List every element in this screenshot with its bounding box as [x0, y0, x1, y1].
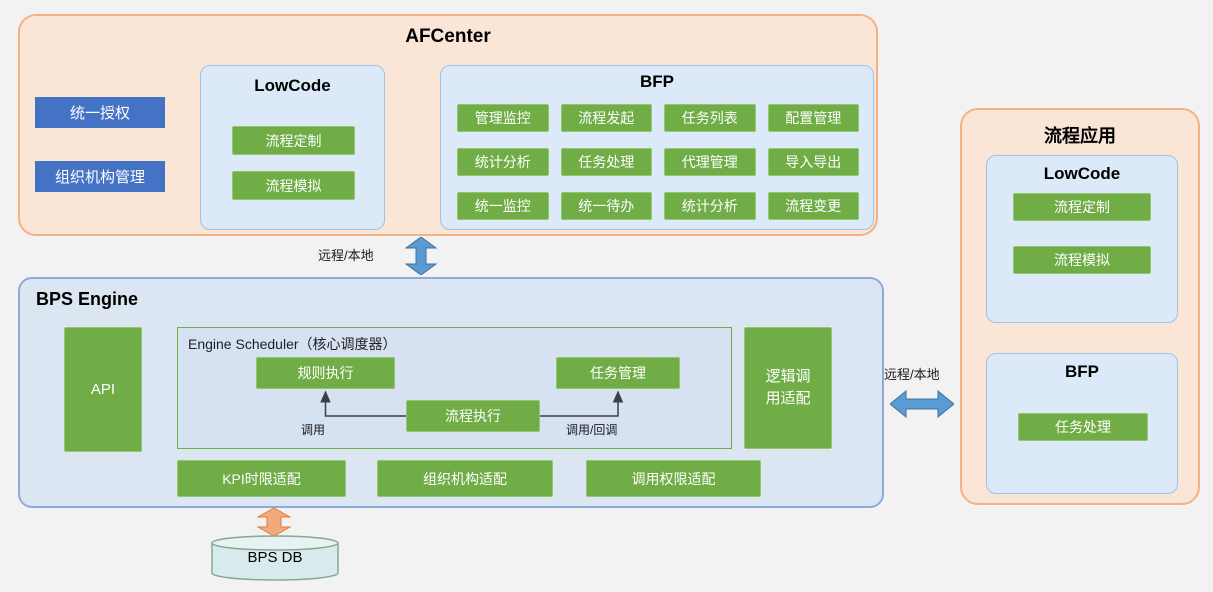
- double-arrow-horizontal-icon: [890, 390, 954, 418]
- afcenter-lowcode-title: LowCode: [254, 76, 331, 95]
- bfp-module-button: 任务列表: [664, 104, 756, 132]
- engine-scheduler-title: Engine Scheduler（核心调度器）: [188, 336, 397, 352]
- afcenter-lowcode-box: LowCode 流程定制 流程模拟: [200, 65, 385, 230]
- bps-db-cylinder: [211, 535, 339, 581]
- afcenter-bfp-box: BFP 管理监控 流程发起 任务列表 配置管理 统计分析 任务处理 代理管理 导…: [440, 65, 874, 230]
- process-app-bfp-title: BFP: [1065, 362, 1099, 381]
- call-label: 调用: [301, 423, 326, 437]
- task-process-button: 任务处理: [1018, 413, 1148, 441]
- org-structure-mgmt-button: 组织机构管理: [35, 161, 165, 192]
- engine-scheduler-box: Engine Scheduler（核心调度器） 规则执行 任务管理 流程执行 调…: [177, 327, 732, 449]
- flow-customize-button: 流程定制: [1013, 193, 1151, 221]
- bfp-module-button: 流程发起: [560, 104, 652, 132]
- task-mgmt-button: 任务管理: [556, 357, 680, 389]
- remote-local-label-right: 远程/本地: [884, 367, 940, 382]
- bfp-module-button: 统计分析: [457, 148, 549, 176]
- bfp-module-button: 任务处理: [560, 148, 652, 176]
- process-app-bfp-box: BFP 任务处理: [986, 353, 1178, 494]
- afcenter-bfp-title: BFP: [640, 72, 674, 91]
- logic-call-adapter-block: 逻辑调用适配: [744, 327, 832, 449]
- unified-auth-button: 统一授权: [35, 97, 165, 128]
- db-connector-arrow-icon: [257, 508, 291, 536]
- org-structure-adapter-button: 组织机构适配: [377, 460, 553, 497]
- bfp-module-button: 流程变更: [767, 192, 859, 220]
- remote-local-label-top: 远程/本地: [318, 248, 374, 263]
- flow-simulate-button: 流程模拟: [1013, 246, 1151, 274]
- bfp-module-button: 统一待办: [560, 192, 652, 220]
- process-app-lowcode-box: LowCode 流程定制 流程模拟: [986, 155, 1178, 323]
- kpi-time-adapter-button: KPI时限适配: [177, 460, 346, 497]
- bps-db-label: BPS DB: [247, 549, 303, 566]
- bfp-module-button: 导入导出: [767, 148, 859, 176]
- bfp-module-button: 管理监控: [457, 104, 549, 132]
- process-app-lowcode-title: LowCode: [1043, 164, 1121, 183]
- bfp-module-button: 代理管理: [664, 148, 756, 176]
- rule-exec-button: 规则执行: [256, 357, 395, 389]
- bfp-module-button: 统计分析: [664, 192, 756, 220]
- api-block: API: [64, 327, 142, 452]
- flow-exec-button: 流程执行: [406, 400, 540, 432]
- afcenter-panel: AFCenter 统一授权 组织机构管理 LowCode 流程定制 流程模拟 B…: [18, 14, 878, 236]
- process-app-panel: 流程应用 LowCode 流程定制 流程模拟 BFP 任务处理: [960, 108, 1200, 505]
- logic-call-adapter-label: 逻辑调用适配: [765, 367, 811, 408]
- call-permission-adapter-button: 调用权限适配: [586, 460, 761, 497]
- bfp-button-grid: 管理监控 流程发起 任务列表 配置管理 统计分析 任务处理 代理管理 导入导出 …: [457, 104, 859, 220]
- double-arrow-vertical-icon: [405, 237, 437, 275]
- process-app-title: 流程应用: [1044, 126, 1116, 146]
- bps-engine-title: BPS Engine: [36, 289, 139, 309]
- flow-customize-button: 流程定制: [232, 126, 355, 155]
- flow-simulate-button: 流程模拟: [232, 171, 355, 200]
- call-callback-label: 调用/回调: [566, 423, 618, 437]
- bfp-module-button: 统一监控: [457, 192, 549, 220]
- afcenter-title: AFCenter: [405, 26, 491, 47]
- bps-engine-panel: BPS Engine API Engine Scheduler（核心调度器） 规…: [18, 277, 884, 508]
- bfp-module-button: 配置管理: [767, 104, 859, 132]
